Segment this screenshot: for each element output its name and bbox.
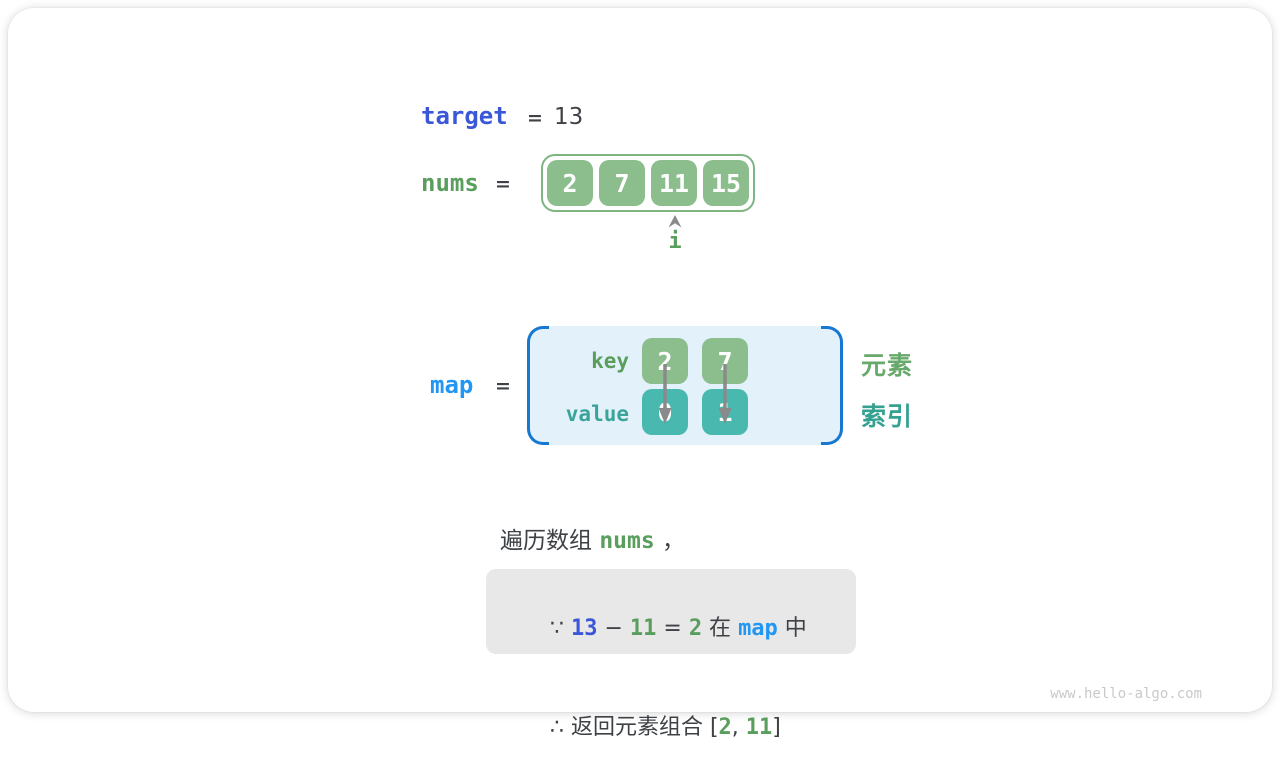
equals-sign: = [656,616,689,641]
target-value: 13 [554,104,584,130]
legend-index: 索引 [861,402,914,431]
map-variable-label: map [430,371,474,399]
map-container: key value 2 7 0 1 [527,326,843,445]
nums-cell-2: 11 [651,160,697,206]
map-equals-sign: = [495,375,511,397]
traverse-caption: 遍历数组 nums ， [500,521,685,555]
map-key-row-label: key [591,349,629,373]
pointer-arrow-icon [668,215,682,228]
pointer-index-label: i [668,229,682,254]
because-current-value: 11 [629,616,657,641]
therefore-prefix: ∴ 返回元素组合 [ [549,715,719,740]
nums-cell-1: 7 [599,160,645,206]
nums-equals-sign: = [495,173,511,195]
nums-cell-0: 2 [547,160,593,206]
closing-bracket: ] [772,715,781,740]
in-suffix-text: 中 [777,616,807,641]
map-key-1-value: 7 [717,346,733,376]
caption-prefix: 遍历数组 [500,528,600,554]
map-value-row-label: value [565,402,629,426]
nums-variable-label: nums [421,169,479,197]
site-watermark: www.hello-algo.com [1050,686,1202,702]
because-target-value: 13 [570,616,598,641]
result-value-1: 2 [718,715,732,740]
legend-element: 元素 [861,351,914,380]
because-map-code: map [738,616,778,641]
because-complement-value: 2 [688,616,703,641]
target-equals-sign: = [527,107,543,129]
comma-separator: , [731,715,746,740]
in-text: 在 [702,616,739,641]
nums-cell-2-value: 11 [658,168,690,198]
diagram-card: target = 13 nums = 2 7 11 15 i map = key… [8,8,1272,740]
nums-cell-1-value: 7 [614,168,630,198]
nums-cell-3: 15 [703,160,749,206]
nums-cell-0-value: 2 [562,168,578,198]
caption-suffix: ， [654,528,686,554]
map-key-0-value: 2 [657,346,673,376]
map-left-bracket [527,326,549,445]
index-pointer: i [661,215,689,253]
therefore-line: ∴ 返回元素组合 [2, 11] [508,678,834,777]
minus-sign: − [597,616,630,641]
target-variable-label: target [421,102,508,130]
because-symbol: ∵ [549,616,571,641]
key-to-value-arrow-icon [718,364,732,424]
nums-array: 2 7 11 15 [541,154,755,212]
caption-nums-code: nums [599,528,655,554]
nums-cell-3-value: 15 [710,168,742,198]
result-value-2: 11 [745,715,773,740]
because-line: ∵ 13 − 11 = 2 在 map 中 [508,579,834,678]
key-to-value-arrow-icon [658,364,672,424]
map-right-bracket [821,326,843,445]
conclusion-box: ∵ 13 − 11 = 2 在 map 中 ∴ 返回元素组合 [2, 11] [486,569,856,740]
